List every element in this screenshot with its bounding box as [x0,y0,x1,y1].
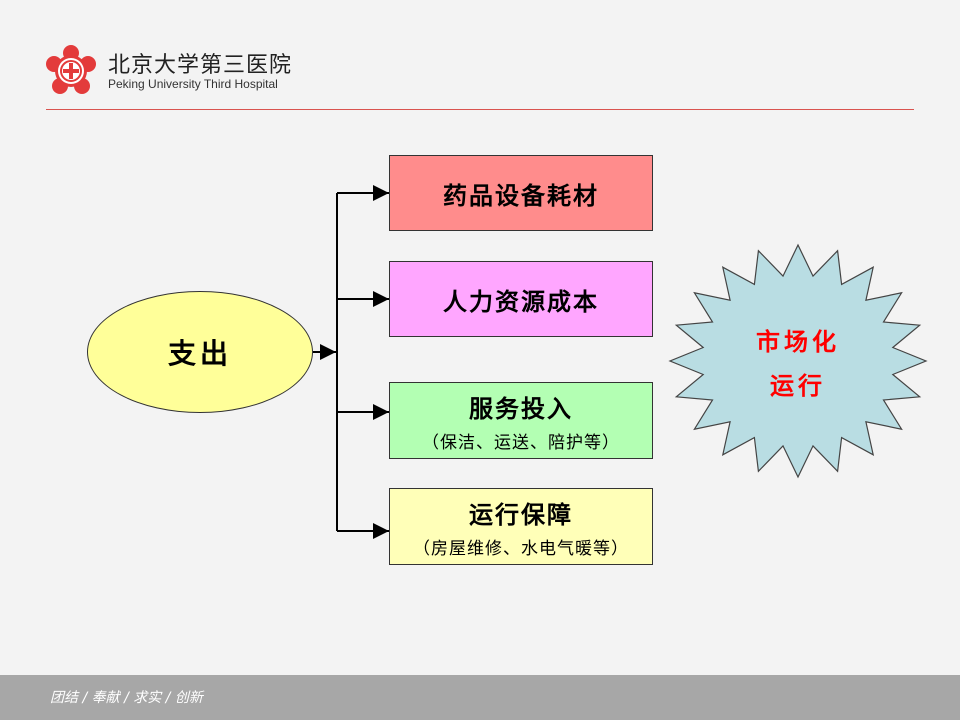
starburst-text: 市场化 运行 [718,320,878,408]
hospital-name-en: Peking University Third Hospital [108,77,278,91]
footer-slogan: 团结 / 奉献 / 求实 / 创新 [50,690,203,706]
branch-label-1: 药品设备耗材 [443,180,599,210]
branch-label-2: 人力资源成本 [443,286,599,316]
starburst-line-1: 市场化 [756,327,840,356]
hospital-name-cn: 北京大学第三医院 [108,53,293,78]
footer-bar: 团结 / 奉献 / 求实 / 创新 [0,675,960,720]
branch-box-1: 药品设备耗材 [389,155,653,231]
hospital-logo-icon [46,45,96,94]
branch-label-3: 服务投入 [469,393,573,423]
starburst-shape [668,243,928,479]
root-node: 支出 [87,291,313,413]
branch-box-3: 服务投入 （保洁、运送、陪护等） [389,382,653,459]
root-label: 支出 [167,337,232,370]
branch-box-2: 人力资源成本 [389,261,653,337]
branch-label-4: 运行保障 [469,499,573,529]
branch-sub-3: （保洁、运送、陪护等） [422,432,620,453]
branch-box-4: 运行保障 （房屋维修、水电气暖等） [389,488,653,565]
starburst-line-2: 运行 [770,371,826,400]
branch-sub-4: （房屋维修、水电气暖等） [413,538,629,559]
header-divider [46,109,914,110]
